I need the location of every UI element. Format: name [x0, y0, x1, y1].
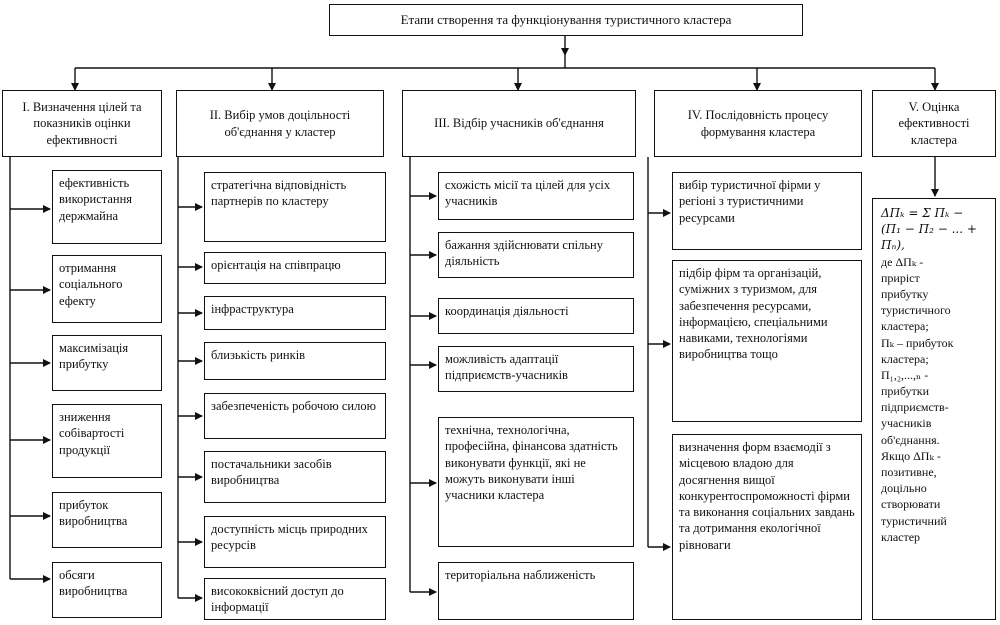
formula-text-line: П₁,₂,...,ₙ -	[881, 367, 929, 382]
formula-text-line: підприємств-	[881, 400, 949, 415]
formula-text-line: туристичний	[881, 513, 947, 528]
stage-2-item: стратегічна відповідність партнерів по к…	[204, 172, 386, 242]
formula-explanation: де ΔПₖ - приріст прибутку туристичного к…	[881, 254, 987, 545]
stage-1-item-text: максимізація прибутку	[59, 341, 129, 372]
formula-text-line: де ΔПₖ -	[881, 254, 924, 269]
stage-5-header: V. Оцінка ефективності кластера	[872, 90, 996, 157]
stage-4-item: визначення форм взаємодії з місцевою вла…	[672, 434, 862, 620]
formula-text-line: Якщо ΔПₖ -	[881, 448, 941, 463]
formula-text-line: кластера;	[881, 319, 929, 334]
stage-4-item-text: визначення форм взаємодії з місцевою вла…	[679, 440, 855, 552]
formula-text-line: прибутки	[881, 384, 929, 399]
stage-4-header: IV. Послідовність процесу формування кла…	[654, 90, 862, 157]
stage-2-item-text: висококвісний доступ до інформації	[211, 584, 344, 615]
stage-2-item-text: орієнтація на співпрацю	[211, 258, 341, 272]
stage-1-item: максимізація прибутку	[52, 335, 162, 391]
formula-text-line: створювати	[881, 497, 941, 512]
stage-1-item: прибуток виробництва	[52, 492, 162, 548]
stage-2-item-text: доступність місць природних ресурсів	[211, 522, 368, 553]
stage-1-heading: І. Визначення цілей та показників оцінки…	[22, 100, 142, 147]
stage-4-item: вибір туристичної фірми у регіоні з тури…	[672, 172, 862, 250]
stage-3-item-text: можливість адаптації підприємств-учасник…	[445, 352, 568, 383]
stage-1-header: І. Визначення цілей та показників оцінки…	[2, 90, 162, 157]
stage-3-item: технічна, технологічна, професійна, фіна…	[438, 417, 634, 547]
formula-text-line: приріст	[881, 270, 920, 285]
stage-2-item-text: стратегічна відповідність партнерів по к…	[211, 178, 347, 209]
stage-2-item: інфраструктура	[204, 296, 386, 330]
formula-text-line: кластера;	[881, 351, 929, 366]
stage-2-item: забезпеченість робочою силою	[204, 393, 386, 439]
formula-line-2: (П₁ − П₂ − ... + Пₙ),	[881, 222, 977, 253]
formula-text-line: доцільно	[881, 481, 927, 496]
stage-2-item: доступність місць природних ресурсів	[204, 516, 386, 568]
diagram-title-text: Етапи створення та функціонування турист…	[400, 11, 732, 27]
stage-1-item-text: прибуток виробництва	[59, 498, 128, 529]
stage-3-header: ІІІ. Відбір учасників об'єднання	[402, 90, 636, 157]
stage-2-item: постачальники засобів виробництва	[204, 451, 386, 503]
stage-1-item-text: обсяги виробництва	[59, 568, 128, 599]
stage-3-item-text: бажання здійснювати спільну діяльність	[445, 238, 603, 269]
stage-1-item: обсяги виробництва	[52, 562, 162, 618]
stage-3-heading: ІІІ. Відбір учасників об'єднання	[434, 116, 604, 131]
stage-1-item: отримання соціального ефекту	[52, 255, 162, 323]
stage-3-item-text: територіальна наближеність	[445, 568, 596, 582]
stage-1-item: зниження собівартості продукції	[52, 404, 162, 478]
stage-5-formula-box: ΔПₖ = Σ Пₖ − (П₁ − П₂ − ... + Пₙ), де ΔП…	[872, 198, 996, 620]
stage-2-header: ІІ. Вибір умов доцільності об'єднання у …	[176, 90, 384, 157]
stage-4-heading: IV. Послідовність процесу формування кла…	[687, 108, 829, 139]
stage-3-item: координація діяльності	[438, 298, 634, 334]
stage-2-heading: ІІ. Вибір умов доцільності об'єднання у …	[209, 108, 351, 139]
stage-3-item: схожість місії та цілей для усіх учасник…	[438, 172, 634, 220]
stage-1-item-text: ефективність використання держмайна	[59, 176, 133, 223]
stage-3-item-text: технічна, технологічна, професійна, фіна…	[445, 423, 618, 502]
stage-1-item-text: зниження собівартості продукції	[59, 410, 125, 457]
stage-3-item: можливість адаптації підприємств-учасник…	[438, 346, 634, 392]
stage-1-item: ефективність використання держмайна	[52, 170, 162, 244]
formula-text-line: учасників	[881, 416, 932, 431]
formula-text-line: кластер	[881, 529, 921, 544]
stage-5-heading: V. Оцінка ефективності кластера	[898, 100, 970, 147]
stage-4-item-text: вибір туристичної фірми у регіоні з тури…	[679, 178, 821, 225]
stage-1-item-text: отримання соціального ефекту	[59, 261, 123, 308]
stage-3-item-text: координація діяльності	[445, 304, 569, 318]
formula-text-line: позитивне,	[881, 465, 937, 479]
stage-4-item-text: підбір фірм та організацій, суміжних з т…	[679, 266, 828, 362]
formula-text-line: об'єднання.	[881, 432, 940, 447]
formula-text-line: туристичного	[881, 303, 951, 318]
stage-2-item: близькість ринків	[204, 342, 386, 380]
stage-3-item-text: схожість місії та цілей для усіх учасник…	[445, 178, 611, 209]
stage-3-item: бажання здійснювати спільну діяльність	[438, 232, 634, 278]
diagram-title: Етапи створення та функціонування турист…	[329, 4, 803, 36]
stage-2-item: орієнтація на співпрацю	[204, 252, 386, 284]
stage-4-item: підбір фірм та організацій, суміжних з т…	[672, 260, 862, 422]
formula-line-1: ΔПₖ = Σ Пₖ −	[881, 206, 964, 220]
stage-2-item: висококвісний доступ до інформації	[204, 578, 386, 620]
stage-2-item-text: інфраструктура	[211, 302, 294, 316]
formula-text-line: прибутку	[881, 286, 929, 301]
stage-3-item: територіальна наближеність	[438, 562, 634, 620]
formula-text-line: Пₖ – прибуток	[881, 335, 954, 350]
stage-2-item-text: постачальники засобів виробництва	[211, 457, 332, 488]
stage-2-item-text: близькість ринків	[211, 348, 306, 362]
stage-2-item-text: забезпеченість робочою силою	[211, 399, 376, 413]
